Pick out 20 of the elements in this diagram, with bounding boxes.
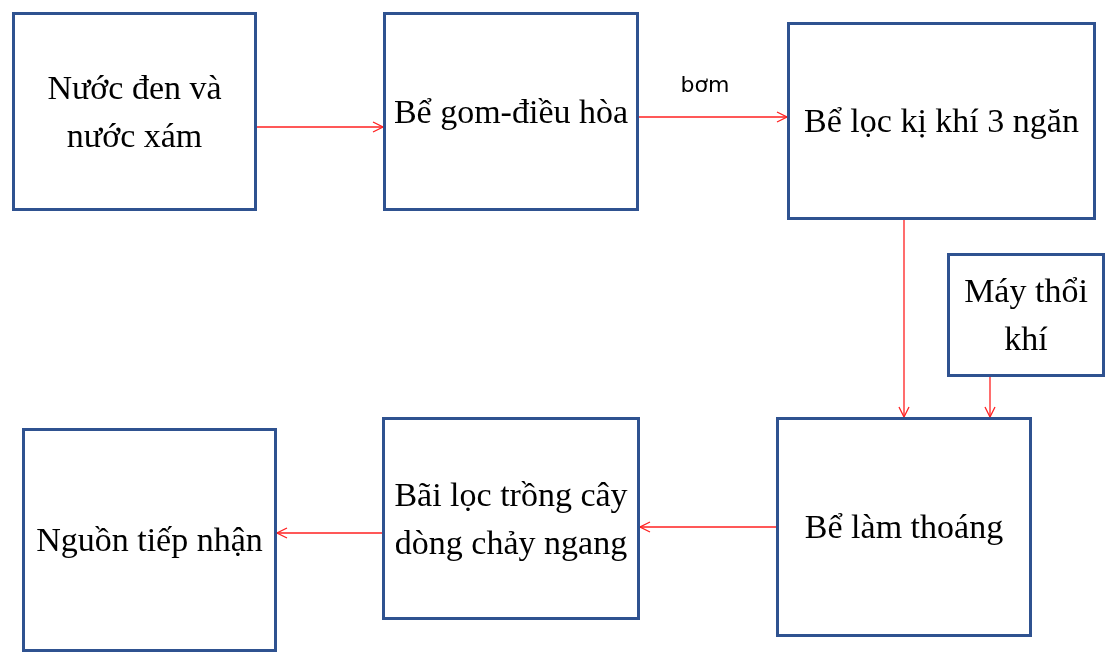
arrow — [898, 219, 910, 418]
arrow — [639, 521, 777, 533]
process-box — [947, 253, 1105, 377]
box-label: Bể gom-điều hòa — [393, 91, 629, 132]
box-label: Bể lọc kị khí 3 ngăn — [804, 101, 1079, 142]
process-box — [383, 12, 639, 211]
process-box — [12, 12, 257, 211]
box-label: Máy thổi khí — [963, 271, 1089, 359]
box-label: Nước đen và nước xám — [46, 67, 223, 156]
process-box — [22, 428, 277, 652]
arrow — [984, 376, 996, 418]
box-label: Bãi lọc trồng cây dòng chảy ngang — [393, 474, 629, 563]
arrow — [638, 111, 788, 123]
process-box — [382, 417, 640, 620]
process-box — [787, 22, 1096, 220]
arrow — [256, 121, 384, 133]
process-box — [776, 417, 1032, 637]
box-label: Bể làm thoáng — [804, 507, 1004, 548]
box-label: Nguồn tiếp nhận — [36, 520, 263, 561]
arrow — [276, 527, 383, 539]
